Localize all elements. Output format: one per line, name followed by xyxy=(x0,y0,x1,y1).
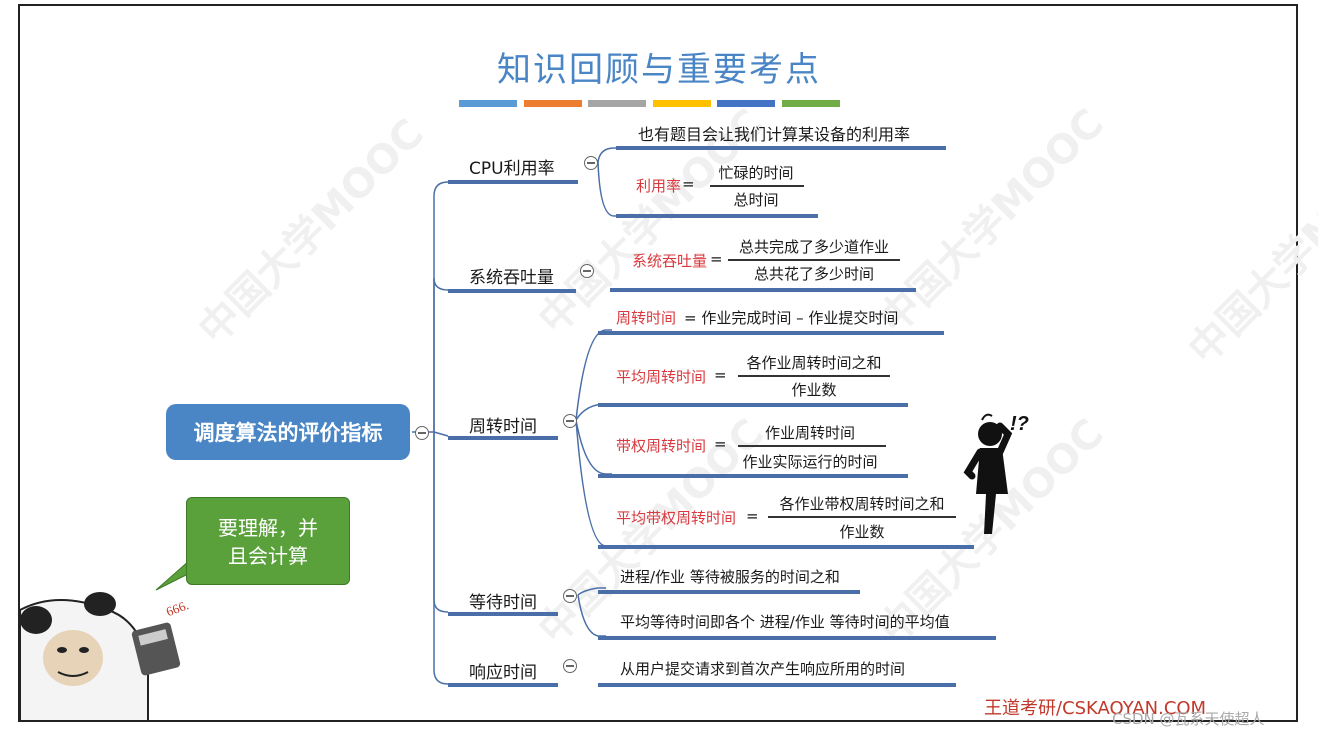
bubble-line-1: 要理解，并 xyxy=(218,516,318,540)
node-underline xyxy=(616,146,946,150)
confused-figure-icon: !? xyxy=(963,413,1029,534)
fraction-bar xyxy=(768,516,956,518)
category-underline xyxy=(448,436,558,440)
waiting-w2: 平均等待时间即各个 进程/作业 等待时间的平均值 xyxy=(620,613,950,631)
cpu-eq: = xyxy=(682,175,695,193)
csdn-watermark: CSDN @瓦系天使超人 xyxy=(1112,710,1265,728)
category-underline xyxy=(448,180,578,184)
title-color-bar xyxy=(652,100,711,107)
node-underline xyxy=(598,474,908,478)
node-underline xyxy=(598,331,944,335)
collapse-icon[interactable] xyxy=(580,264,594,278)
turnaround-t2-name: 平均周转时间 xyxy=(616,368,707,386)
response-r1: 从用户提交请求到首次产生响应所用的时间 xyxy=(620,660,906,678)
category-response[interactable]: 响应时间 xyxy=(469,663,537,683)
confused-marks: !? xyxy=(1010,413,1029,435)
cpu-note: 也有题目会让我们计算某设备的利用率 xyxy=(638,125,911,144)
collapse-icon[interactable] xyxy=(563,414,577,428)
throughput-formula-name: 系统吞吐量 xyxy=(632,252,708,270)
category-turnaround[interactable]: 周转时间 xyxy=(469,417,537,437)
throughput-numerator: 总共完成了多少道作业 xyxy=(738,238,889,256)
cpu-formula-name: 利用率 xyxy=(636,177,682,195)
panda-meme-image: 666. xyxy=(19,592,191,721)
node-underline xyxy=(598,545,974,549)
node-underline xyxy=(616,214,818,218)
turnaround-t2-eq: = xyxy=(714,366,727,384)
meme-text: 666. xyxy=(164,597,191,619)
page-title: 知识回顾与重要考点 xyxy=(497,50,821,90)
collapse-icon[interactable] xyxy=(563,659,577,673)
title-color-bar xyxy=(717,100,775,107)
turnaround-t4-num: 各作业带权周转时间之和 xyxy=(779,495,945,513)
title-color-bar xyxy=(523,100,582,107)
throughput-eq: = xyxy=(710,250,723,268)
category-underline xyxy=(448,612,558,616)
node-underline xyxy=(598,636,996,640)
speech-bubble: 要理解，并 且会计算 xyxy=(186,497,350,585)
cpu-denominator: 总时间 xyxy=(733,191,779,209)
title-color-bar xyxy=(459,100,517,107)
node-underline xyxy=(610,288,916,292)
fraction-bar xyxy=(728,259,900,261)
footer-brand: 王道考研/CSKAOYAN.COM xyxy=(984,698,1207,719)
collapse-icon[interactable] xyxy=(584,156,598,170)
turnaround-t3-eq: = xyxy=(714,435,727,453)
fraction-bar xyxy=(738,375,890,377)
turnaround-t2-den: 作业数 xyxy=(791,381,837,399)
waiting-w1: 进程/作业 等待被服务的时间之和 xyxy=(620,568,840,586)
node-underline xyxy=(598,683,956,687)
bubble-line-2: 且会计算 xyxy=(228,544,308,568)
collapse-icon[interactable] xyxy=(415,426,429,440)
turnaround-t4-name: 平均带权周转时间 xyxy=(616,509,737,527)
node-underline xyxy=(598,590,860,594)
root-node[interactable]: 调度算法的评价指标 xyxy=(166,404,410,460)
turnaround-t3-name: 带权周转时间 xyxy=(616,437,707,455)
category-throughput[interactable]: 系统吞吐量 xyxy=(469,268,554,288)
turnaround-t2-num: 各作业周转时间之和 xyxy=(746,354,882,372)
cpu-numerator: 忙碌的时间 xyxy=(718,164,794,182)
turnaround-t4-eq: = xyxy=(746,507,759,525)
title-color-bar xyxy=(588,100,646,107)
fraction-bar xyxy=(738,445,886,447)
slide-frame xyxy=(18,4,1298,722)
collapse-icon[interactable] xyxy=(563,589,577,603)
title-color-bar xyxy=(781,100,840,107)
turnaround-t1-rest: = 作业完成时间 – 作业提交时间 xyxy=(684,309,899,327)
throughput-denominator: 总共花了多少时间 xyxy=(753,265,874,283)
turnaround-t4-den: 作业数 xyxy=(839,523,885,541)
fraction-bar xyxy=(710,185,804,187)
turnaround-t1-name: 周转时间 xyxy=(616,309,677,327)
category-waiting[interactable]: 等待时间 xyxy=(469,593,537,613)
category-underline xyxy=(448,289,576,293)
turnaround-t3-den: 作业实际运行的时间 xyxy=(742,453,878,471)
category-underline xyxy=(448,683,558,687)
turnaround-t3-num: 作业周转时间 xyxy=(764,424,855,442)
category-cpu[interactable]: CPU利用率 xyxy=(469,159,555,179)
node-underline xyxy=(598,403,908,407)
